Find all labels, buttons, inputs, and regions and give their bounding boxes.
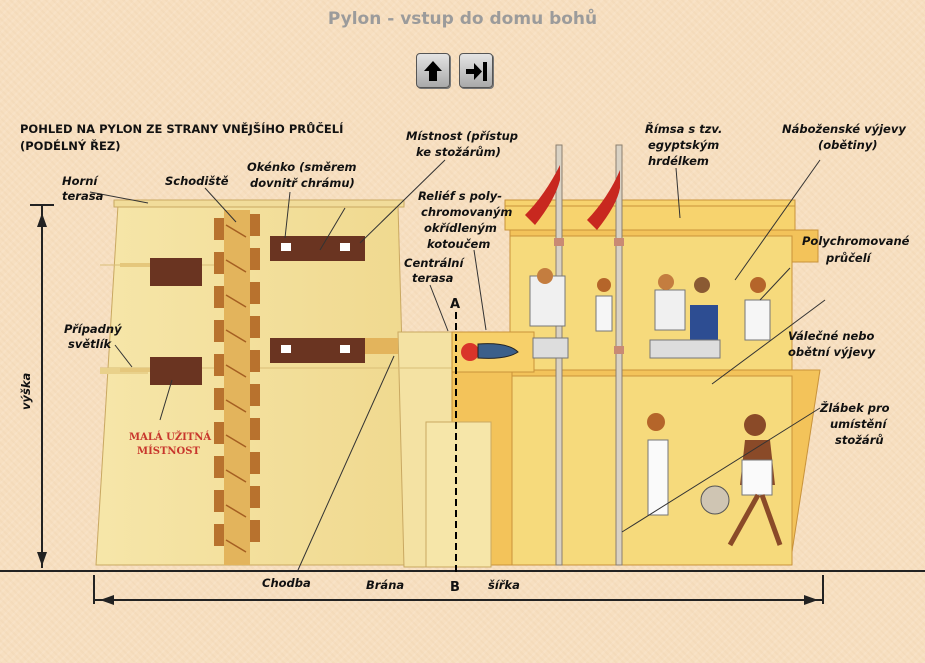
label-relief-3: okřídleným: [424, 221, 497, 235]
up-arrow-icon: [424, 61, 442, 81]
gate-facade: [425, 199, 821, 568]
label-horni-1: Horní: [62, 174, 99, 188]
small-room-lower: [150, 357, 202, 385]
label-rimsa-2: egyptským: [648, 138, 719, 152]
label-centralni-1: Centrální: [404, 256, 465, 270]
label-rimsa-1: Římsa s tzv.: [645, 121, 722, 136]
label-nabozenske-2: (obětiny): [818, 138, 878, 152]
diagram-labels: POHLED NA PYLON ZE STRANY VNĚJŠÍHO PRŮČE…: [19, 121, 910, 595]
label-valecne-1: Válečné nebo: [788, 329, 875, 343]
label-mala-2: MÍSTNOST: [137, 445, 200, 457]
diagram-heading-2: (PODÉLNÝ ŘEZ): [20, 138, 120, 153]
label-schodiste: Schodiště: [165, 174, 229, 188]
label-rimsa-3: hrdélkem: [648, 154, 709, 168]
label-okenko-2: dovnitř chrámu): [250, 176, 355, 190]
label-chodba: Chodba: [262, 576, 311, 590]
label-mistnost-2: ke stožárům): [416, 145, 501, 159]
up-button[interactable]: [416, 53, 450, 88]
label-mistnost-1: Místnost (přístup: [406, 129, 518, 143]
religious-scenes: [529, 268, 771, 359]
label-polychrom-1: Polychromované: [802, 234, 910, 248]
staircase: [214, 210, 260, 565]
label-b: B: [450, 580, 460, 595]
label-a: A: [450, 297, 460, 312]
label-pripadny-1: Případný: [64, 322, 122, 336]
label-zlabek-3: stožárů: [835, 433, 884, 447]
label-polychrom-2: průčelí: [825, 251, 873, 265]
label-okenko-1: Okénko (směrem: [247, 160, 356, 174]
label-relief-4: kotoučem: [427, 237, 490, 251]
label-vyska: výška: [19, 373, 33, 410]
label-valecne-2: obětní výjevy: [788, 345, 876, 359]
label-pripadny-2: světlík: [68, 337, 113, 351]
label-centralni-2: terasa: [412, 271, 454, 285]
label-sirka: šířka: [488, 578, 520, 592]
label-zlabek-2: umístění: [830, 417, 888, 431]
label-mala-1: MALÁ UŽITNÁ: [129, 431, 211, 443]
page-title: Pylon - vstup do domu bohů: [327, 9, 598, 29]
label-brana: Brána: [366, 578, 404, 592]
label-zlabek-1: Žlábek pro: [819, 400, 890, 415]
label-relief-1: Reliéf s poly-: [418, 189, 502, 203]
leader-lines: [89, 159, 826, 571]
label-relief-2: chromovaným: [421, 205, 512, 219]
label-horni-2: terasa: [62, 189, 104, 203]
small-room-upper: [150, 258, 202, 286]
war-scenes: [647, 413, 783, 547]
next-end-icon: [466, 62, 487, 81]
label-nabozenske-1: Náboženské výjevy: [782, 122, 906, 136]
diagram-heading-1: POHLED NA PYLON ZE STRANY VNĚJŠÍHO PRŮČE…: [20, 121, 343, 136]
winged-disk-relief: [461, 343, 519, 361]
next-button[interactable]: [459, 53, 493, 88]
